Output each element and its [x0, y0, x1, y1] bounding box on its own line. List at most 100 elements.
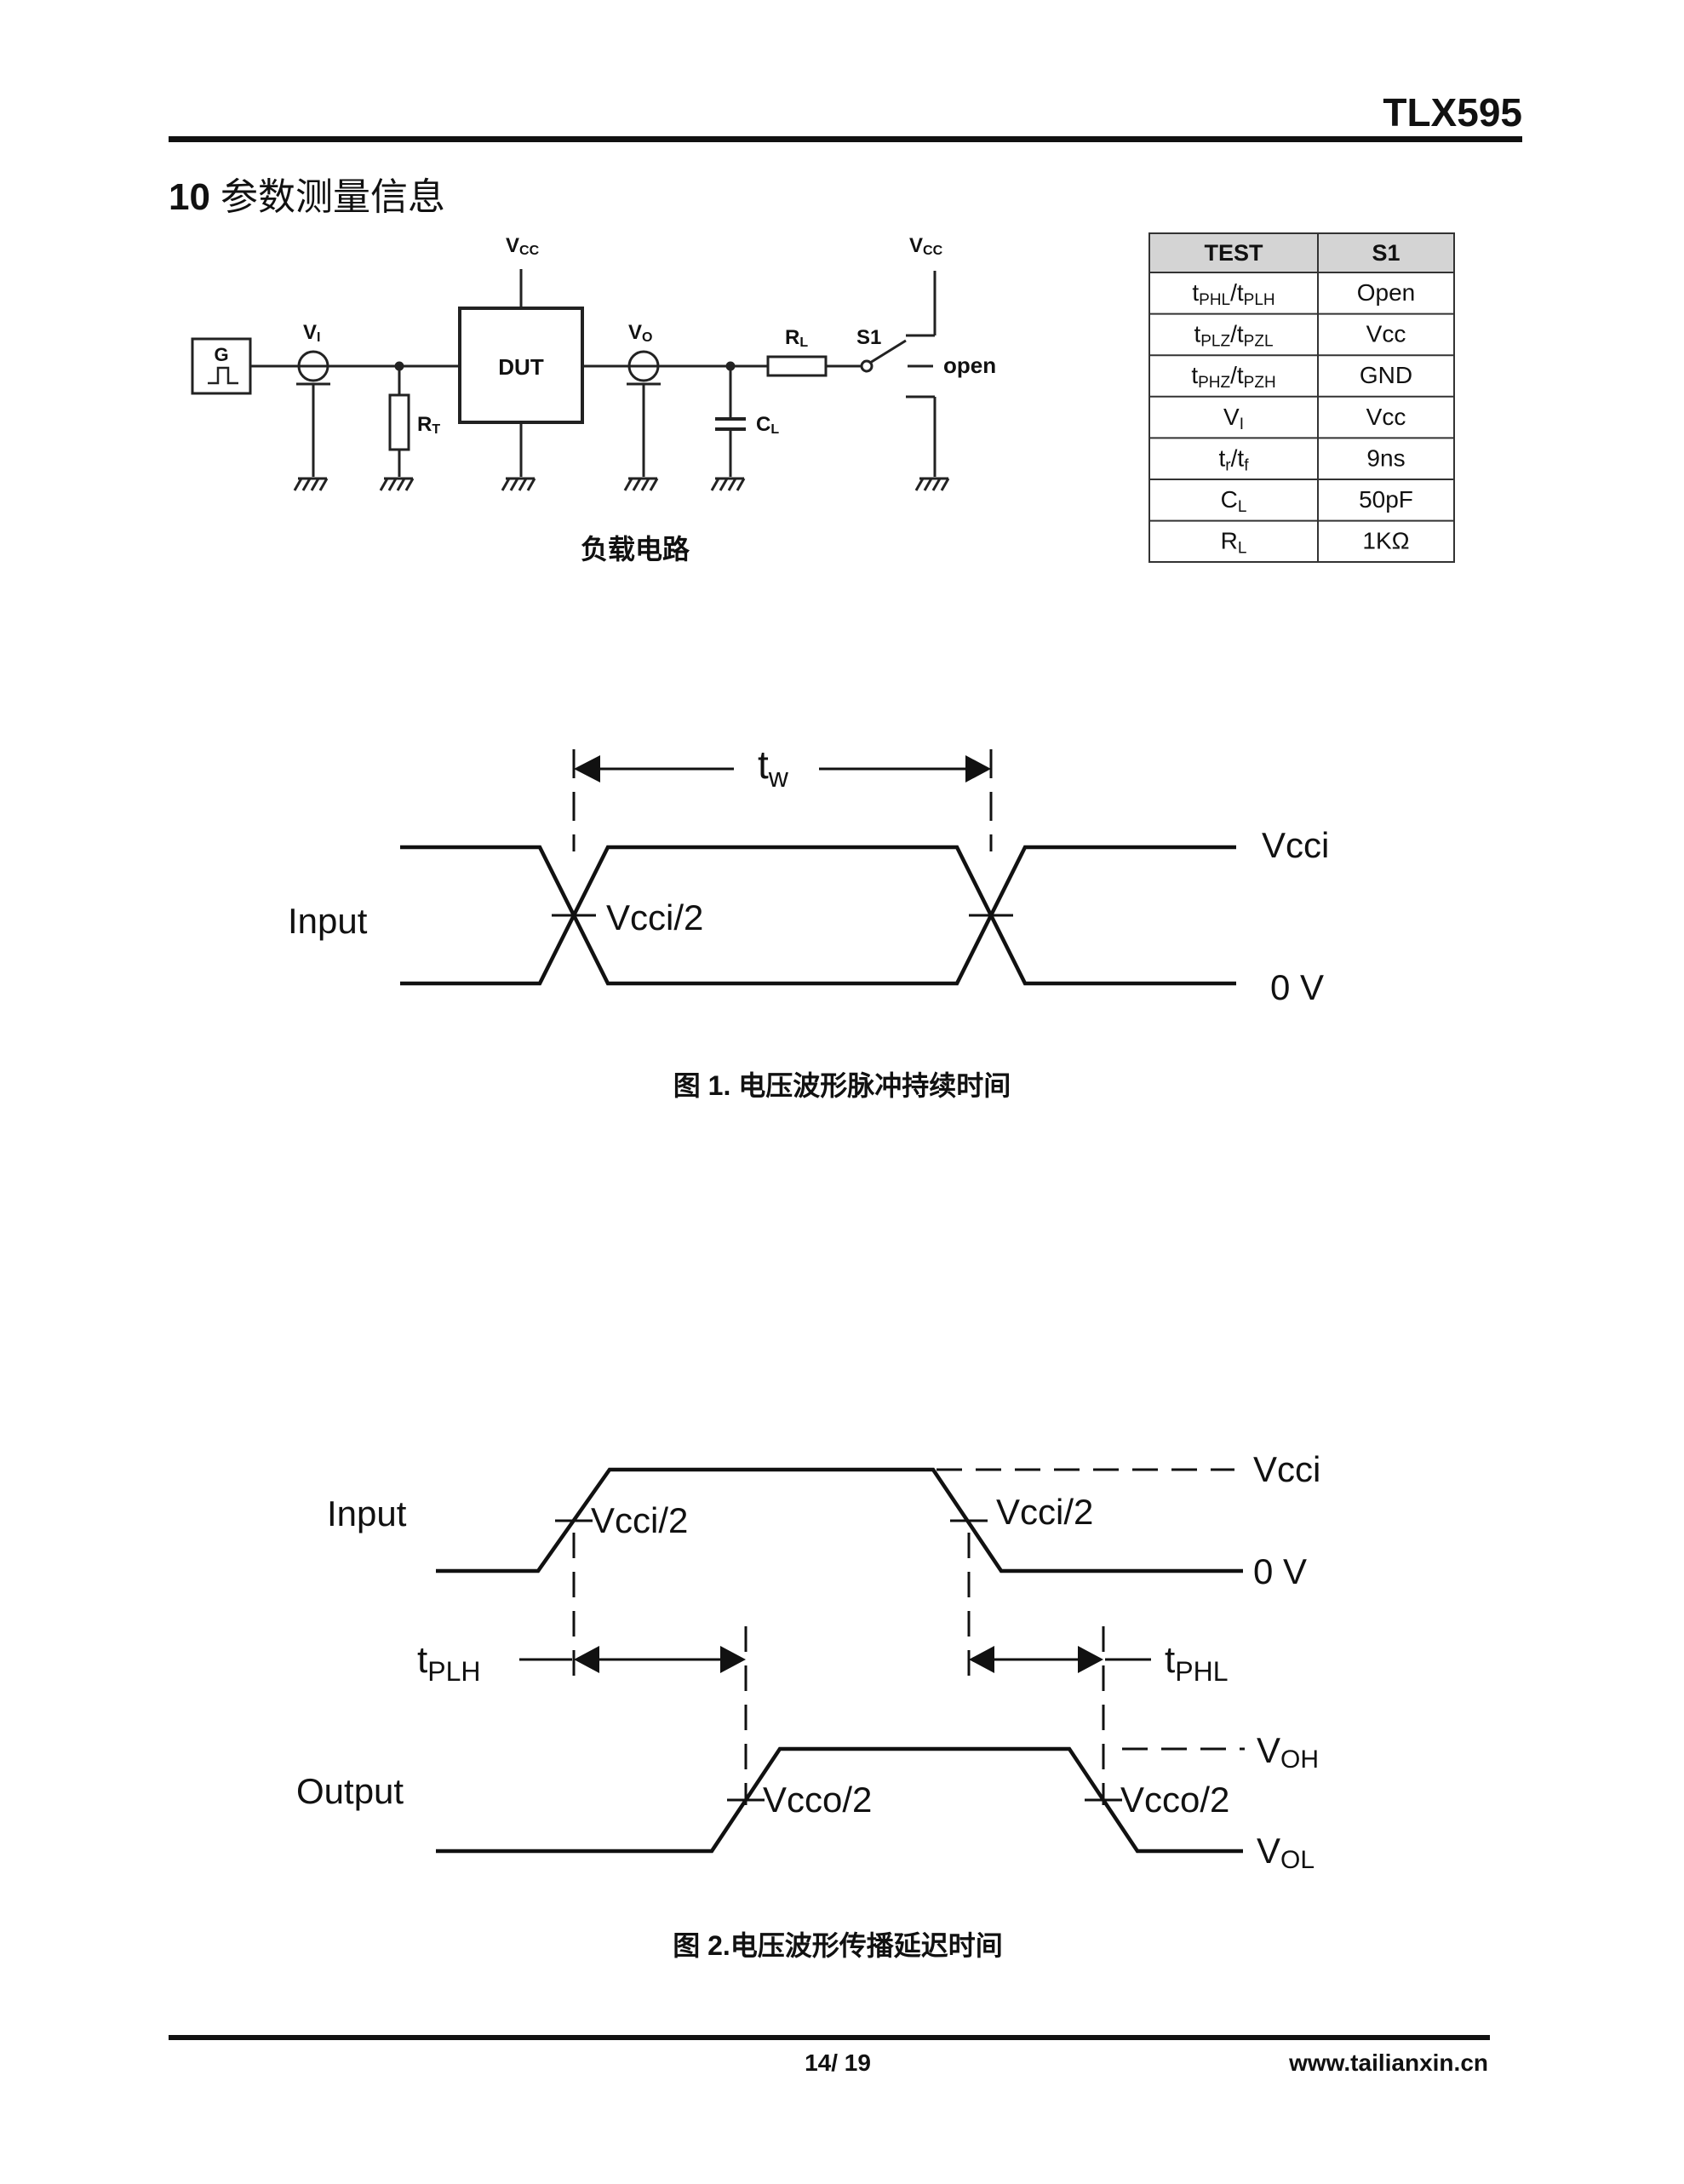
- tphl-arrow-left: [969, 1646, 994, 1673]
- table-cell-s1: 50pF: [1359, 486, 1413, 513]
- vol-label: V: [1257, 1831, 1280, 1871]
- table-row: tr/tf 9ns: [1219, 444, 1406, 474]
- arrow-left: [574, 755, 600, 782]
- table-cell-s1: 9ns: [1366, 444, 1405, 471]
- vcc-label: V: [506, 234, 519, 257]
- tw-label: t: [758, 742, 769, 787]
- fig1-input-label: Input: [288, 901, 368, 941]
- generator-label: G: [214, 344, 228, 365]
- page-footer: 14/ 19 www.tailianxin.cn: [169, 2035, 1490, 2076]
- arrow-right: [965, 755, 991, 782]
- table-cell-s1: GND: [1360, 362, 1412, 388]
- table-row: tPHZ/tPZH GND: [1191, 362, 1412, 392]
- circuit-caption: 负载电路: [581, 534, 690, 565]
- vi-label: V: [303, 321, 317, 344]
- svg-text:VCC: VCC: [909, 234, 943, 258]
- svg-text:VOH: VOH: [1257, 1730, 1319, 1774]
- ground-icon: [379, 477, 415, 491]
- table-header-test: TEST: [1204, 240, 1263, 266]
- fig2-vcco-rise-label: Vcco/2: [763, 1780, 872, 1820]
- ground-icon: [914, 477, 950, 491]
- table-cell-test: tr/tf: [1219, 444, 1250, 474]
- output-waveform: [436, 1746, 1243, 1854]
- website-link[interactable]: www.tailianxin.cn: [1288, 2049, 1488, 2076]
- svg-text:VCC: VCC: [506, 234, 540, 258]
- switch-s1: [860, 359, 874, 373]
- figure-1-caption: 图 1. 电压波形脉冲持续时间: [673, 1070, 1011, 1101]
- svg-text:tw: tw: [758, 742, 789, 793]
- section-heading: 10 参数测量信息: [169, 176, 445, 218]
- fig1-vcci-label: Vcci: [1262, 825, 1329, 865]
- tplh-arrow-right: [720, 1646, 746, 1673]
- table-header-bg: [1149, 233, 1454, 272]
- footer-rule: [169, 2035, 1490, 2040]
- vo-label: V: [628, 321, 642, 344]
- fig2-half-fall-label: Vcci/2: [996, 1492, 1093, 1532]
- tplh-label: t: [417, 1639, 427, 1681]
- table-cell-test: tPHZ/tPZH: [1191, 362, 1275, 392]
- svg-text:VI: VI: [303, 321, 320, 345]
- table-cell-s1: Vcc: [1366, 321, 1406, 347]
- s1-label: S1: [856, 326, 881, 349]
- input-waveform-a: [400, 845, 1236, 986]
- cl-label: C: [756, 413, 770, 436]
- fig2-zero-label: 0 V: [1253, 1551, 1307, 1591]
- fig1-half-label: Vcci/2: [606, 897, 703, 937]
- figure-2-caption: 图 2.电压波形传播延迟时间: [673, 1930, 1003, 1961]
- voh-label: V: [1257, 1730, 1280, 1770]
- fig2-output-label: Output: [296, 1771, 404, 1811]
- figure-2: Input Output Vcci/2 Vcci/2 Vcci 0 V tPLH…: [296, 1449, 1320, 1961]
- vo-probe: [627, 350, 660, 382]
- fig2-vcco-fall-label: Vcco/2: [1120, 1780, 1229, 1820]
- ground-icon: [293, 477, 329, 491]
- svg-text:tPLH: tPLH: [417, 1639, 480, 1687]
- figure-1: tw Input Vcci/2 Vcci 0 V 图 1. 电压波形脉冲持续时间: [288, 742, 1329, 1101]
- page-header: TLX595: [169, 90, 1522, 142]
- table-cell-test: tPLZ/tPZL: [1194, 321, 1273, 351]
- page-number: 14/ 19: [805, 2049, 871, 2076]
- table-cell-test: CL: [1221, 486, 1247, 516]
- open-label: open: [943, 353, 996, 378]
- part-number: TLX595: [1383, 90, 1522, 135]
- svg-text:CL: CL: [756, 413, 779, 437]
- dut-label: DUT: [498, 354, 544, 380]
- input-waveform: [436, 1467, 1243, 1574]
- fig2-vcci-label: Vcci: [1253, 1449, 1320, 1489]
- svg-text:RL: RL: [785, 326, 808, 350]
- table-row: tPLZ/tPZL Vcc: [1194, 321, 1406, 351]
- tplh-arrow-left: [574, 1646, 599, 1673]
- table-row: CL 50pF: [1221, 486, 1413, 516]
- svg-text:RT: RT: [417, 413, 440, 437]
- svg-text:VOL: VOL: [1257, 1831, 1315, 1874]
- input-waveform-b: [400, 845, 1236, 986]
- tphl-arrow-right: [1078, 1646, 1103, 1673]
- vi-probe: [297, 350, 329, 382]
- table-cell-s1: 1KΩ: [1362, 528, 1409, 554]
- header-rule: [169, 136, 1522, 142]
- vcc-switch-label: V: [909, 234, 923, 257]
- ground-icon: [710, 477, 746, 491]
- ground-icon: [501, 477, 536, 491]
- resistor-rt: [388, 393, 410, 451]
- table-row: RL 1KΩ: [1221, 528, 1410, 558]
- ground-icon: [623, 477, 659, 491]
- circuit-labels: VCC VCC G VI RT DUT VO CL RL S1 open 负载电…: [214, 234, 996, 565]
- fig1-zero-label: 0 V: [1270, 967, 1324, 1007]
- load-circuit: [191, 269, 950, 491]
- pulse-icon: [208, 366, 238, 385]
- svg-text:VO: VO: [628, 321, 652, 345]
- svg-text:tPHL: tPHL: [1165, 1639, 1228, 1687]
- table-cell-test: RL: [1221, 528, 1247, 558]
- section-number: 10: [169, 176, 210, 218]
- table-cell-test: tPHL/tPLH: [1192, 279, 1274, 309]
- section-title: 参数测量信息: [221, 176, 445, 218]
- table-cell-s1: Vcc: [1366, 404, 1406, 430]
- resistor-rl: [766, 355, 828, 377]
- rl-label: R: [785, 326, 799, 349]
